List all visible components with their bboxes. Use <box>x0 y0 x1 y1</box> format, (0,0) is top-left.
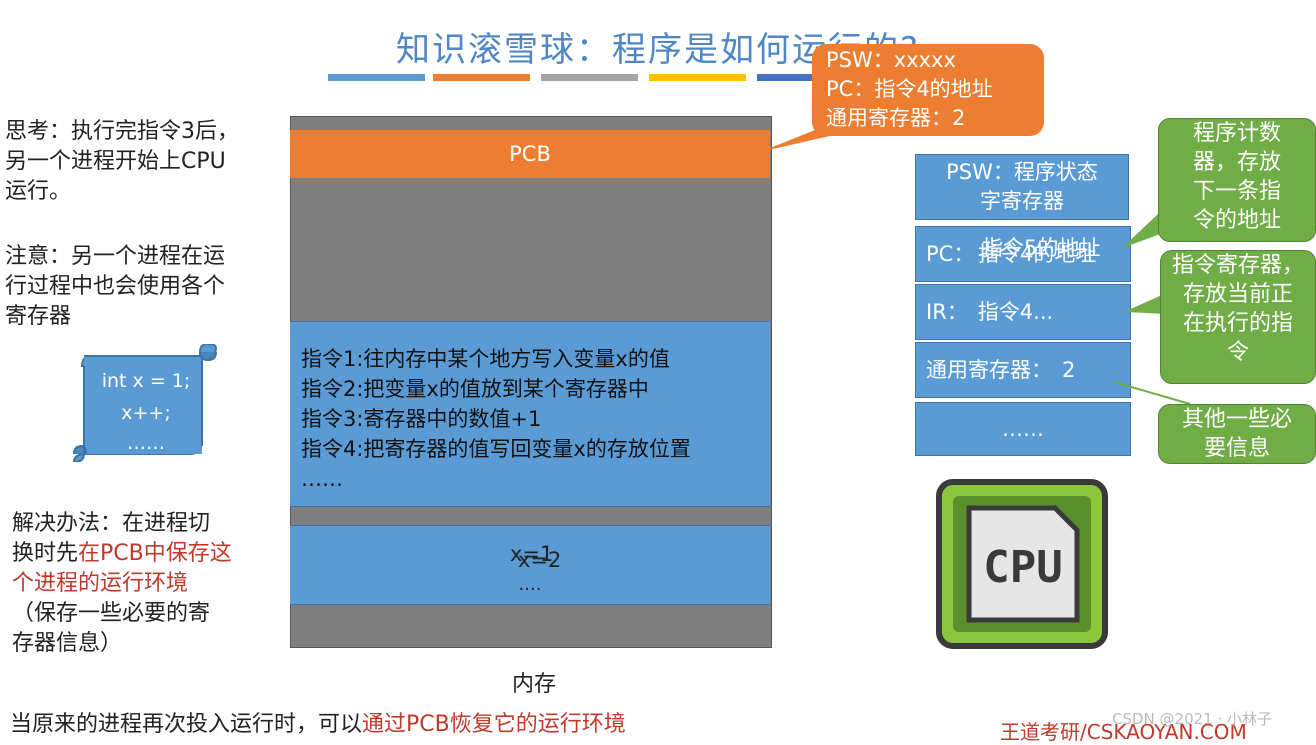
code-line-2: x++; <box>121 402 171 424</box>
ir-note-callout: 指令寄存器， 存放当前正 在执行的指 令 <box>1160 250 1316 384</box>
instruction-ellipsis: …… <box>301 467 343 491</box>
pc-new-value: 指令4的地址 <box>978 242 1097 266</box>
pc-old-value: 指令5的地址 <box>982 236 1101 260</box>
solution-text: 解决办法：在进程切 换时先在PCB中保存这 个进程的运行环境 （保存一些必要的寄… <box>12 511 232 656</box>
other-register: …… <box>915 402 1131 456</box>
title-underline-orange <box>433 74 530 81</box>
instruction-block: 指令1:往内存中某个地方写入变量x的值 指令2:把变量x的值放到某个寄存器中 指… <box>290 321 770 507</box>
data-ellipsis: .... <box>518 574 542 595</box>
data-new-value: x=2 <box>518 548 562 572</box>
instruction-4: 指令4:把寄存器的值写回变量x的存放位置 <box>301 437 691 461</box>
title-underline-blue <box>328 74 425 81</box>
data-old-value: x=1 <box>510 542 554 566</box>
footer-text: 当原来的进程再次投入运行时，可以通过PCB恢复它的运行环境 <box>10 712 626 737</box>
csdn-watermark: CSDN @2021 · 小林子 <box>1112 710 1273 728</box>
data-block: x=1 x=2 .... <box>290 525 770 605</box>
code-scroll-icon <box>72 344 218 462</box>
ir-note-pointer <box>1124 294 1168 314</box>
think-text: 思考：执行完指令3后， 另一个进程开始上CPU 运行。 <box>5 119 239 204</box>
general-register: 通用寄存器：2 <box>915 342 1131 398</box>
title-underline-gray <box>541 74 638 81</box>
title-underline-yellow <box>649 74 746 81</box>
instruction-3: 指令3:寄存器中的数值+1 <box>301 407 542 431</box>
cpu-icon-label: CPU <box>983 542 1062 593</box>
pc-note-pointer <box>1122 214 1166 248</box>
ir-register: IR：指令4... <box>915 284 1131 340</box>
other-note-callout: 其他一些必 要信息 <box>1158 404 1316 464</box>
cpu-icon: CPU <box>936 479 1108 649</box>
instruction-2: 指令2:把变量x的值放到某个寄存器中 <box>301 377 649 401</box>
other-note-pointer <box>1113 381 1191 405</box>
instruction-1: 指令1:往内存中某个地方写入变量x的值 <box>301 347 670 371</box>
pc-note-callout: 程序计数 器，存放 下一条指 令的地址 <box>1158 118 1316 242</box>
code-line-1: int x = 1; <box>101 370 191 392</box>
code-line-3: …… <box>127 432 165 454</box>
psw-register: PSW：程序状态 字寄存器 <box>915 154 1129 220</box>
title-underline-darkblue <box>757 74 813 81</box>
pcb-block: PCB <box>290 130 770 178</box>
pcb-callout: PSW：xxxxx PC：指令4的地址 通用寄存器：2 <box>812 44 1044 136</box>
note-text: 注意：另一个进程在运 行过程中也会使用各个 寄存器 <box>5 244 226 329</box>
pc-register: PC： 指令5的地址 指令4的地址 <box>915 226 1131 282</box>
memory-label: 内存 <box>512 672 557 697</box>
page-title: 知识滚雪球：程序是如何运行的? <box>395 30 921 70</box>
